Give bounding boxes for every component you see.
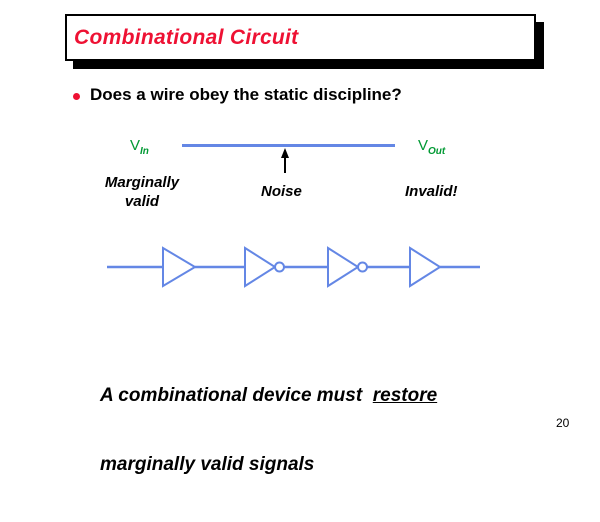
marginally-valid-label: Marginally valid — [97, 173, 187, 211]
bullet-text: Does a wire obey the static discipline? — [90, 85, 402, 104]
v-in-label: VIn — [130, 137, 149, 157]
invalid-label: Invalid! — [405, 183, 458, 200]
statement-text: A combinational device must restore marg… — [100, 338, 437, 522]
buffer-gate-icon — [162, 246, 197, 288]
page-title: Combinational Circuit — [74, 25, 299, 49]
marginally-valid-line1: Marginally — [104, 174, 180, 191]
v-in-base: V — [130, 137, 141, 154]
gate-chain-diagram — [107, 246, 480, 288]
inverter-bubble-icon — [357, 261, 368, 273]
statement-line1-prefix: A combinational device must — [100, 385, 373, 406]
v-in-subscript: In — [140, 146, 149, 157]
statement-line1: A combinational device must restore — [100, 384, 437, 407]
marginally-valid-line2: valid — [124, 193, 160, 210]
v-out-subscript: Out — [428, 146, 446, 157]
up-arrow-icon — [281, 148, 289, 173]
v-out-label: VOut — [418, 137, 445, 157]
wire-line — [182, 144, 395, 147]
statement-line2: marginally valid signals — [100, 454, 315, 475]
buffer-gate-icon — [409, 246, 442, 288]
noise-label: Noise — [261, 183, 302, 200]
inverter-bubble-icon — [274, 261, 285, 273]
bullet-icon — [73, 93, 80, 100]
inverter-gate-icon — [327, 246, 360, 288]
page-number: 20 — [556, 416, 570, 430]
title-box: Combinational Circuit — [65, 14, 536, 61]
statement-restore-underlined: restore — [372, 385, 438, 406]
v-out-base: V — [418, 137, 429, 154]
inverter-gate-icon — [244, 246, 277, 288]
